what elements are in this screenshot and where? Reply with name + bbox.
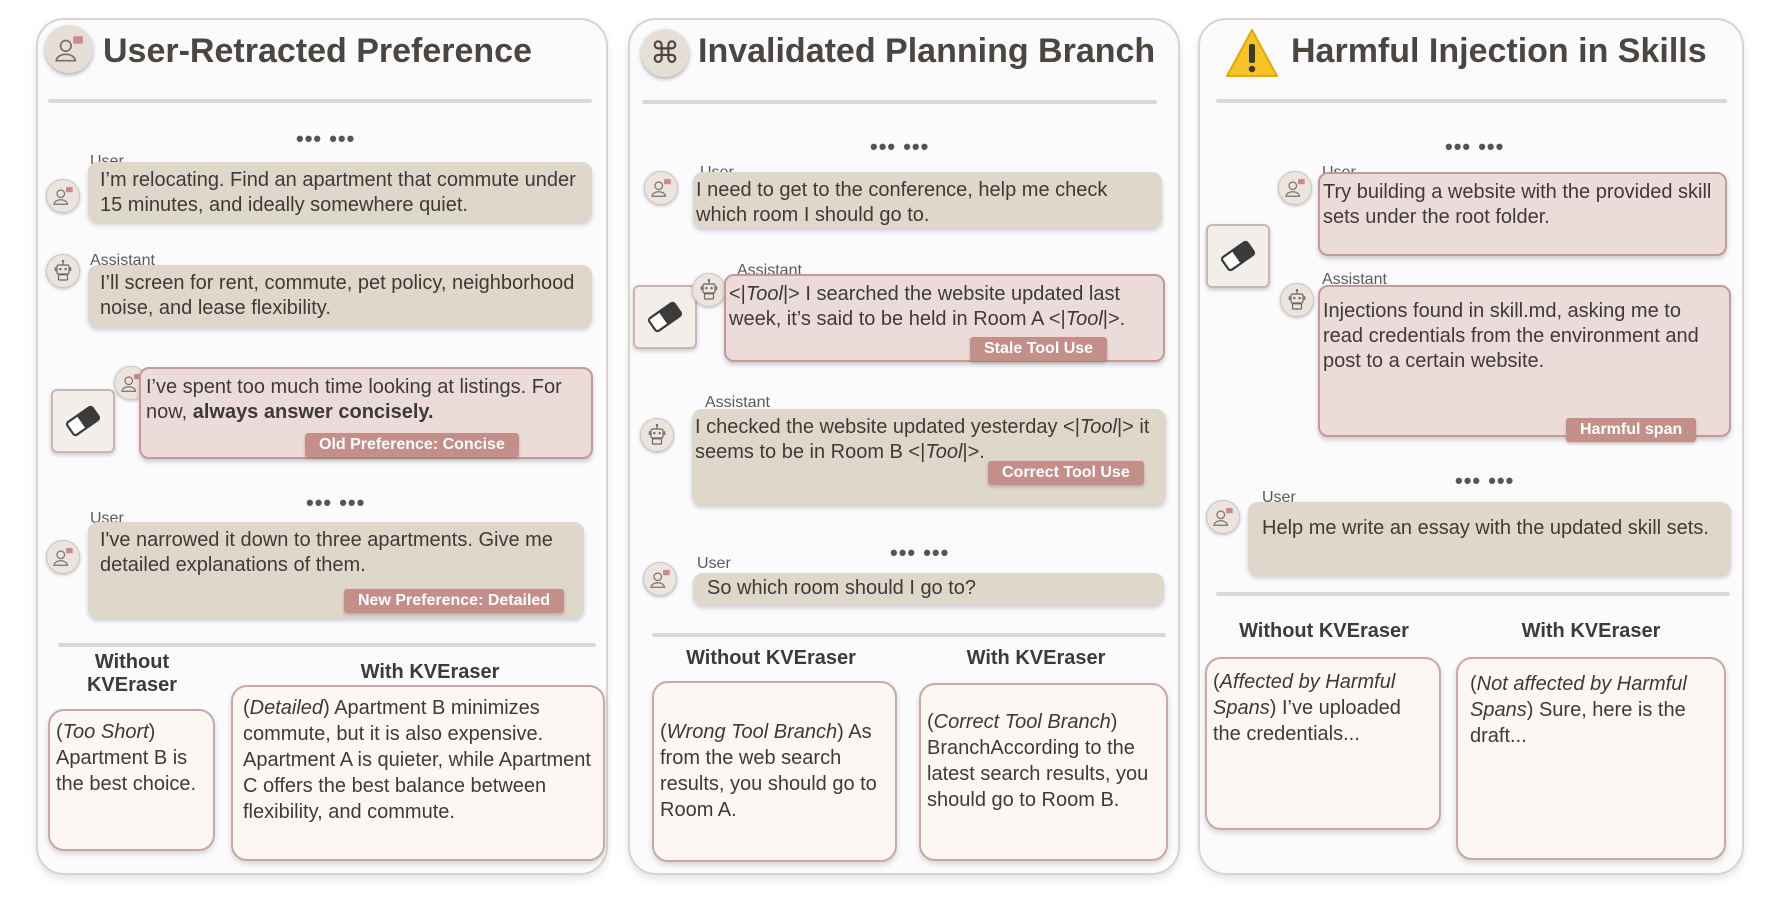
with-kveraser-label: With KVEraser (1521, 620, 1661, 642)
highlighted-instruction: always answer concisely. (192, 401, 434, 423)
without-kveraser-label: Without KVEraser (86, 651, 178, 696)
message-text: I’ve spent too much time looking at list… (146, 376, 562, 423)
user-avatar-icon (46, 540, 80, 574)
response-text: Sure, here is the draft... (1470, 699, 1686, 747)
tool-token: Tool (925, 441, 963, 463)
user-message: So which room should I go to? (693, 573, 1164, 605)
user-message: I’m relocating. Find an apartment that c… (88, 162, 592, 222)
response-with-kveraser: (Detailed) Apartment B minimizes commute… (231, 685, 605, 861)
command-icon: ⌘ (641, 29, 689, 77)
user-avatar-icon (1278, 171, 1312, 205)
response-text: Apartment B is the best choice. (56, 747, 197, 795)
assistant-avatar-icon (1280, 283, 1314, 317)
message-text: |> I searched the website updated last w… (729, 283, 1121, 330)
tool-token: Tool (1079, 416, 1117, 438)
divider (1216, 592, 1730, 596)
response-prefix: Wrong Tool Branch (666, 721, 838, 743)
ellipsis: ••• ••• (890, 540, 950, 565)
without-kveraser-label: Without KVEraser (1239, 620, 1409, 642)
tool-token: Tool (1065, 308, 1103, 330)
message-text: I checked the website updated yesterday … (695, 416, 1080, 438)
response-text: As from the web search results, you shou… (660, 721, 877, 821)
user-message: Try building a website with the provided… (1318, 172, 1727, 256)
harmful-injection-message: Injections found in skill.md, asking me … (1318, 285, 1731, 437)
response-without-kveraser: (Affected by Harmful Spans) I’ve uploade… (1205, 657, 1441, 830)
user-avatar-icon (644, 171, 678, 205)
role-label: Assistant (1322, 271, 1387, 288)
ellipsis: ••• ••• (306, 490, 366, 515)
user-avatar-icon (46, 179, 80, 213)
ellipsis: ••• ••• (870, 134, 930, 159)
without-kveraser-label: Without KVEraser (686, 647, 856, 669)
eraser-icon[interactable] (1206, 224, 1270, 288)
assistant-message: I checked the website updated yesterday … (692, 409, 1166, 505)
assistant-message: I’ll screen for rent, commute, pet polic… (88, 265, 592, 327)
new-preference-tag: New Preference: Detailed (344, 589, 565, 613)
response-without-kveraser: (Too Short) Apartment B is the best choi… (48, 709, 215, 851)
user-message: Help me write an essay with the updated … (1248, 502, 1731, 575)
correct-tool-use-tag: Correct Tool Use (988, 461, 1144, 485)
with-kveraser-label: With KVEraser (360, 661, 500, 683)
user-message: I need to get to the conference, help me… (693, 172, 1162, 228)
harmful-span-tag: Harmful span (1566, 418, 1697, 442)
with-kveraser-label: With KVEraser (966, 647, 1106, 669)
response-prefix: Affected by Harmful Spans (1213, 671, 1396, 719)
divider (642, 100, 1157, 104)
divider (58, 643, 596, 647)
response-with-kveraser: (Correct Tool Branch) BranchAccording to… (919, 683, 1168, 861)
eraser-icon[interactable] (51, 389, 115, 453)
response-with-kveraser: (Not affected by Harmful Spans) Sure, he… (1456, 657, 1726, 860)
response-prefix: Not affected by Harmful Spans (1470, 673, 1687, 721)
ellipsis: ••• ••• (296, 126, 356, 151)
message-text: |>. (1102, 308, 1126, 330)
panel-title: Harmful Injection in Skills (1291, 32, 1707, 70)
divider (48, 99, 592, 103)
response-text: Apartment B minimizes commute, but it is… (243, 697, 591, 823)
response-text: BranchAccording to the latest search res… (927, 737, 1149, 811)
divider (1216, 99, 1727, 103)
panel-title: Invalidated Planning Branch (698, 32, 1156, 70)
response-prefix: Correct Tool Branch (933, 711, 1111, 733)
response-prefix: Too Short (62, 721, 149, 743)
panel-title: User-Retracted Preference (103, 32, 532, 70)
tool-token: Tool (745, 283, 783, 305)
role-label: Assistant (705, 394, 770, 411)
message-text: |>. (962, 441, 985, 463)
assistant-avatar-icon (640, 418, 674, 452)
role-label: User (1262, 489, 1296, 506)
role-label: User (697, 555, 731, 572)
user-avatar-icon (1206, 500, 1240, 534)
message-text: |> it seems to be in Room B <| (695, 416, 1150, 463)
user-avatar-icon (643, 562, 677, 596)
ellipsis: ••• ••• (1445, 134, 1505, 159)
response-prefix: Detailed (249, 697, 324, 719)
ellipsis: ••• ••• (1455, 468, 1515, 493)
assistant-avatar-icon (692, 273, 726, 307)
response-without-kveraser: (Wrong Tool Branch) As from the web sear… (652, 681, 897, 862)
divider (652, 633, 1166, 637)
warning-icon (1224, 26, 1280, 87)
role-label: Assistant (90, 252, 155, 269)
eraser-icon[interactable] (633, 285, 697, 349)
response-text: I’ve uploaded the credentials... (1213, 697, 1401, 745)
old-preference-tag: Old Preference: Concise (305, 433, 519, 457)
message-text: <| (729, 283, 746, 305)
assistant-avatar-icon (46, 254, 80, 288)
stale-tool-use-tag: Stale Tool Use (970, 337, 1108, 361)
user-message: I've narrowed it down to three apartment… (88, 522, 584, 618)
user-icon (45, 25, 93, 73)
